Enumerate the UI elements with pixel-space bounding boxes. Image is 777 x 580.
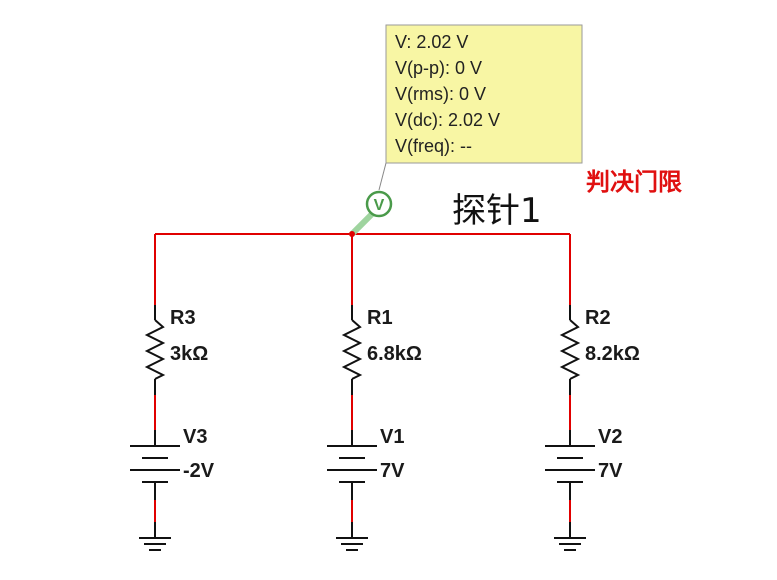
source-name: V1 xyxy=(380,426,404,448)
probe-leader-line xyxy=(378,162,387,191)
branch-r3-v3: R3 3kΩ V3 -2V xyxy=(130,234,215,551)
resistor-value: 8.2kΩ xyxy=(585,343,640,365)
battery-icon[interactable] xyxy=(545,445,595,483)
resistor-icon[interactable] xyxy=(341,319,363,380)
branch-r2-v2: R2 8.2kΩ V2 7V xyxy=(545,234,640,551)
probe-name: 探针1 xyxy=(452,191,542,231)
resistor-name: R1 xyxy=(367,307,393,329)
source-value: 7V xyxy=(598,460,623,482)
source-name: V2 xyxy=(598,426,622,448)
probe-readout-box xyxy=(385,24,583,164)
source-name: V3 xyxy=(183,426,207,448)
branch-r1-v1: R1 6.8kΩ V1 7V xyxy=(327,234,422,551)
voltage-probe[interactable]: V xyxy=(349,190,393,237)
resistor-value: 3kΩ xyxy=(170,343,208,365)
probe-reading-vdc: V(dc): 2.02 V xyxy=(395,110,500,130)
probe-reading-v: V: 2.02 V xyxy=(395,32,468,52)
battery-icon[interactable] xyxy=(327,445,377,483)
ground-icon xyxy=(336,537,368,551)
resistor-name: R2 xyxy=(585,307,611,329)
probe-stem xyxy=(349,210,376,237)
probe-reading-vfreq: V(freq): -- xyxy=(395,136,472,156)
resistor-value: 6.8kΩ xyxy=(367,343,422,365)
threshold-annotation: 判决门限 xyxy=(586,168,682,196)
probe-reading-vpp: V(p-p): 0 V xyxy=(395,58,482,78)
resistor-icon[interactable] xyxy=(559,319,581,380)
resistor-icon[interactable] xyxy=(144,319,166,380)
probe-readout[interactable]: V: 2.02 V V(p-p): 0 V V(rms): 0 V V(dc):… xyxy=(385,24,583,164)
ground-icon xyxy=(139,537,171,551)
battery-icon[interactable] xyxy=(130,445,180,483)
probe-reading-vrms: V(rms): 0 V xyxy=(395,84,486,104)
voltmeter-probe-icon xyxy=(365,190,393,218)
ground-icon xyxy=(554,537,586,551)
resistor-name: R3 xyxy=(170,307,196,329)
source-value: -2V xyxy=(183,460,215,482)
source-value: 7V xyxy=(380,460,405,482)
probe-icon-letter: V xyxy=(374,197,385,214)
